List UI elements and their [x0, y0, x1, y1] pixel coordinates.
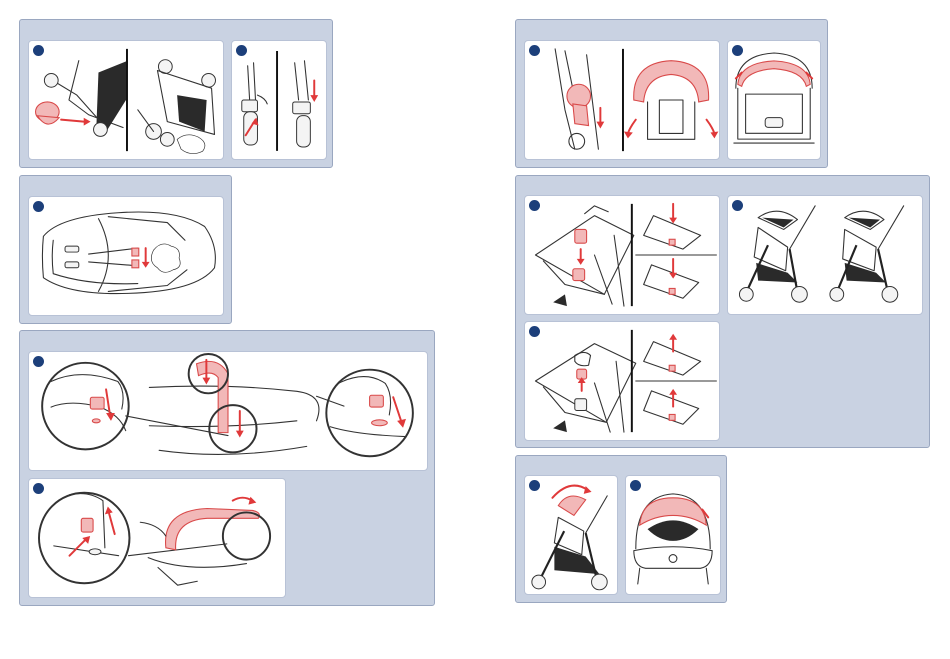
step-marker-icon [529, 326, 540, 337]
canopy-visor-illustration [625, 475, 721, 595]
canopy-rotate-illustration [524, 475, 618, 595]
wheel-brake-illustration [231, 40, 327, 160]
bumper-bar-panel [19, 330, 435, 606]
bumper-bar-attach-illustration [28, 351, 428, 471]
step-marker-icon [529, 200, 540, 211]
canopy-attach-illustration [524, 40, 720, 160]
step-marker-icon [732, 45, 743, 56]
step-marker-icon [732, 200, 743, 211]
frame-fold-illustration [28, 40, 224, 160]
seat-top-view-illustration [28, 196, 224, 316]
canopy-panel [515, 19, 828, 168]
step-marker-icon [529, 480, 540, 491]
recline-lower-illustration [524, 321, 720, 441]
recline-upright-illustration [524, 195, 720, 315]
step-marker-icon [33, 483, 44, 494]
step-marker-icon [236, 45, 247, 56]
bumper-bar-remove-illustration [28, 478, 286, 598]
step-marker-icon [33, 201, 44, 212]
canopy-front-illustration [727, 40, 821, 160]
recline-panel [515, 175, 930, 448]
seat-harness-panel [19, 175, 232, 324]
step-marker-icon [529, 45, 540, 56]
fold-wheels-panel [19, 19, 333, 168]
recline-modes-illustration [727, 195, 923, 315]
step-marker-icon [33, 356, 44, 367]
step-marker-icon [33, 45, 44, 56]
step-marker-icon [630, 480, 641, 491]
canopy-adjust-panel [515, 455, 727, 603]
